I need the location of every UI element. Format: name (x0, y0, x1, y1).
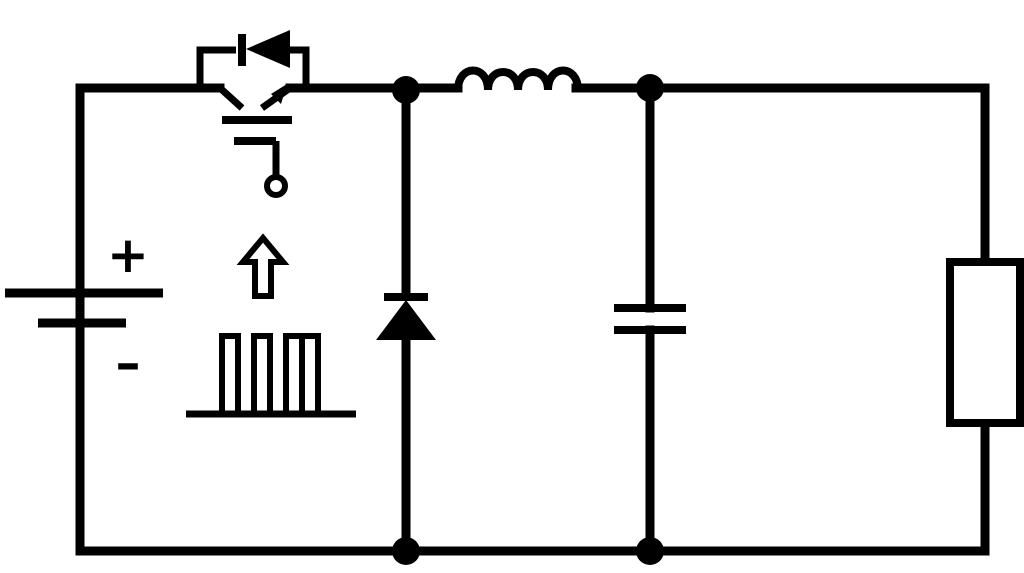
resistor-icon (946, 258, 1024, 427)
antiparallel-diode-icon (196, 30, 310, 92)
node-bottom-left (392, 537, 420, 565)
node-top-left (392, 76, 420, 104)
junction-nodes (392, 74, 664, 565)
pulse-train-icon (186, 333, 356, 418)
gate-drive-arrow-icon (236, 233, 290, 299)
wires (75, 83, 990, 556)
inductor-icon (454, 66, 582, 91)
igbt-icon (217, 84, 293, 198)
minus-label: – (116, 334, 141, 392)
plus-label: + (107, 226, 149, 284)
battery-polarity: + – (107, 226, 149, 392)
node-top-right (636, 74, 664, 102)
capacitor-icon (614, 304, 686, 334)
battery-icon (5, 288, 163, 328)
node-bottom-right (636, 537, 664, 565)
freewheel-diode-icon (376, 293, 436, 340)
